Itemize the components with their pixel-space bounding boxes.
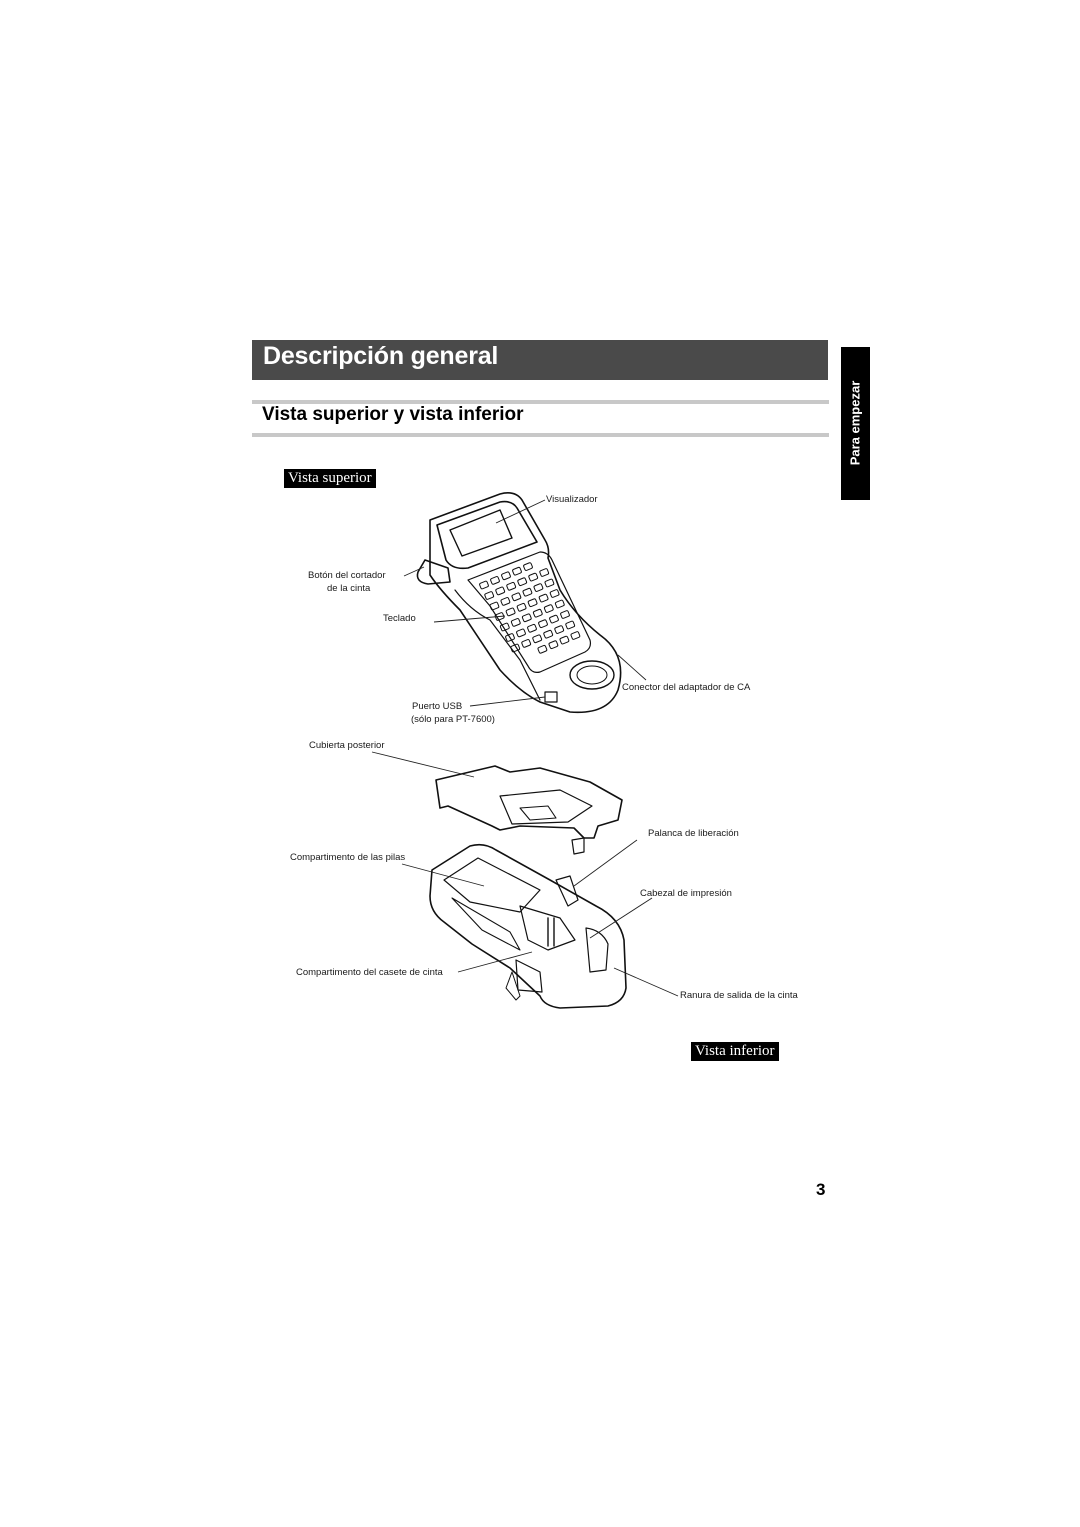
key: [499, 622, 510, 632]
printer-base-illustration: [429, 843, 627, 1009]
key: [505, 607, 516, 617]
key: [521, 639, 532, 648]
key: [543, 604, 554, 613]
key: [538, 619, 548, 629]
section-rule-bottom: [252, 433, 829, 437]
display-screen: [449, 509, 513, 557]
key: [490, 576, 500, 585]
callout-tape-exit: Ranura de salida de la cinta: [680, 990, 798, 1001]
page-number: 3: [816, 1180, 826, 1199]
back-cover-illustration: [435, 765, 623, 855]
key: [494, 612, 505, 621]
usb-port: [544, 691, 558, 703]
callout-display: Visualizador: [546, 494, 598, 505]
key: [560, 610, 570, 619]
key: [528, 572, 539, 582]
side-tab: Para empezar: [841, 347, 870, 500]
key: [538, 593, 549, 603]
key: [539, 568, 550, 577]
key: [565, 620, 576, 630]
keyboard-keys: [479, 562, 581, 654]
callout-print-head: Cabezal de impresión: [640, 888, 732, 899]
key: [501, 571, 511, 581]
callout-usb-line2: (sólo para PT-7600): [411, 714, 495, 725]
key: [532, 634, 543, 644]
key: [521, 613, 532, 623]
key: [523, 562, 533, 571]
key: [516, 602, 527, 612]
key: [532, 608, 543, 618]
callout-cassette: Compartimento del casete de cinta: [296, 967, 443, 978]
callout-cutter-line1: Botón del cortador: [308, 570, 386, 581]
section-title: Vista superior y vista inferior: [262, 404, 524, 425]
key: [554, 599, 565, 609]
key: [549, 614, 559, 624]
callout-release-lever: Palanca de liberación: [648, 828, 739, 839]
key: [510, 618, 521, 627]
key: [559, 635, 570, 645]
bottom-view-label: Vista inferior: [691, 1042, 779, 1061]
callout-back-cover: Cubierta posterior: [309, 740, 385, 751]
key: [510, 643, 521, 653]
key: [506, 581, 517, 591]
key: [511, 592, 522, 602]
key: [549, 589, 560, 598]
key: [543, 629, 554, 639]
key: [484, 591, 495, 600]
key: [489, 601, 500, 611]
key: [522, 587, 533, 597]
section-rule-top: [252, 400, 829, 404]
key: [527, 598, 538, 608]
top-view-label: Vista superior: [284, 469, 376, 488]
key: [548, 640, 559, 650]
leader-lines: [371, 499, 679, 997]
callout-cutter-line2: de la cinta: [327, 583, 371, 594]
printer-top-view: [416, 492, 622, 714]
key: [554, 625, 565, 634]
key: [512, 566, 522, 576]
key: [479, 580, 489, 590]
chapter-title-bar: Descripción general: [252, 340, 828, 380]
callout-usb-line1: Puerto USB: [412, 701, 463, 712]
chapter-title: Descripción general: [263, 342, 499, 370]
key: [570, 631, 581, 640]
callout-keyboard: Teclado: [383, 613, 416, 624]
key: [537, 644, 548, 654]
key: [544, 578, 555, 588]
callout-battery: Compartimento de las pilas: [290, 852, 406, 863]
key: [500, 597, 511, 606]
key: [533, 583, 544, 592]
callout-ac-connector: Conector del adaptador de CA: [622, 682, 751, 693]
key: [516, 628, 526, 638]
key: [505, 633, 515, 642]
cutter-button: [416, 559, 451, 585]
key: [527, 623, 537, 633]
key: [517, 577, 528, 587]
key: [495, 586, 506, 596]
